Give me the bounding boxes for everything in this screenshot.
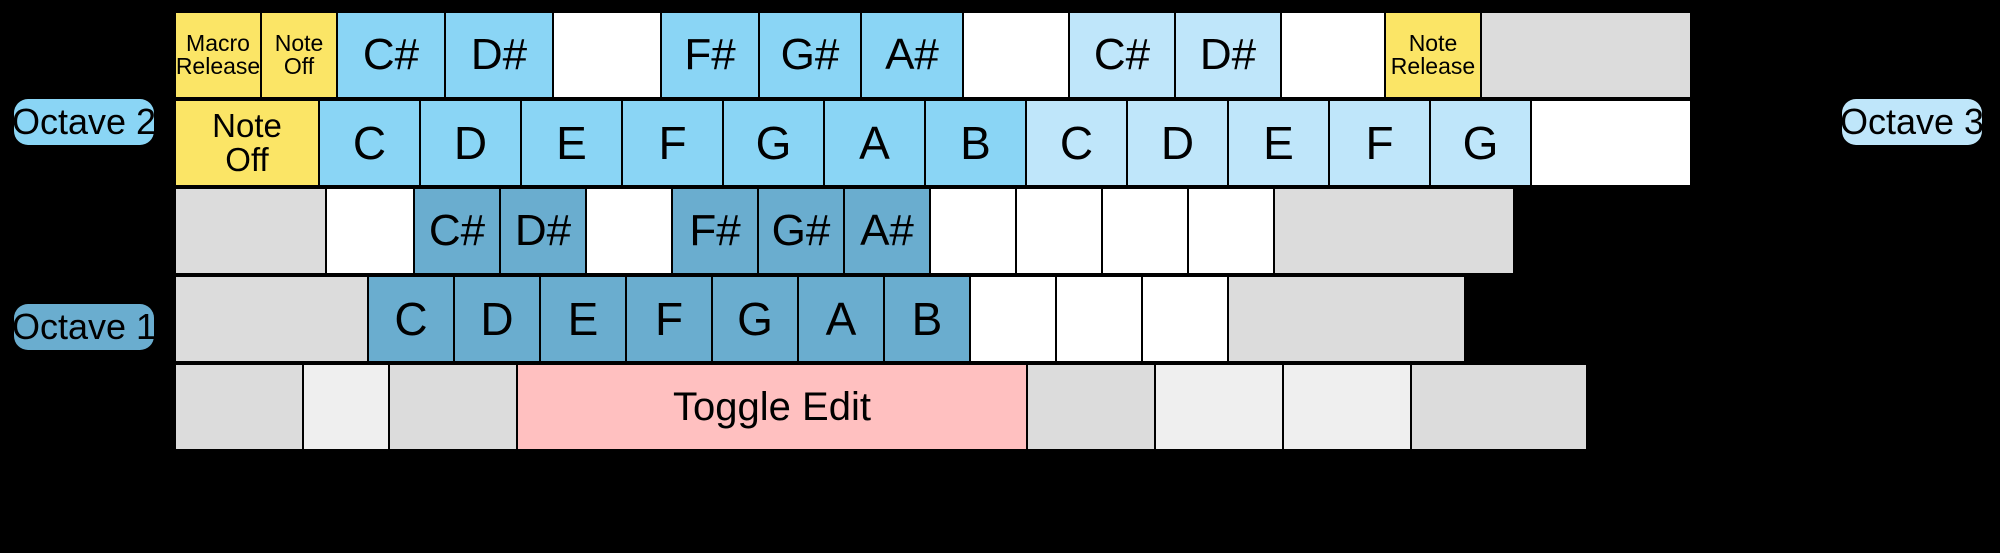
key-space-row-blank-6	[1282, 363, 1412, 451]
key-zxcv-row-e[interactable]: E	[539, 275, 627, 363]
key-qwerty-row-d[interactable]: D	[1126, 99, 1229, 187]
key-space-row-blank-5	[1154, 363, 1284, 451]
octave-label-right-top: Octave 3	[1840, 99, 1984, 145]
key-asdf-row-blank-8	[929, 187, 1017, 275]
key-qwerty-row-f[interactable]: F	[1328, 99, 1431, 187]
key-zxcv-row-blank-8	[969, 275, 1057, 363]
key-asdf-row-dsharp[interactable]: D#	[499, 187, 587, 275]
key-space-row-blank-7	[1410, 363, 1588, 451]
key-number-row-asharp[interactable]: A#	[860, 11, 964, 99]
key-number-row-blank-11	[1280, 11, 1386, 99]
key-zxcv-row-blank-9	[1055, 275, 1143, 363]
key-zxcv-row-d[interactable]: D	[453, 275, 541, 363]
key-qwerty-row-g[interactable]: G	[1429, 99, 1532, 187]
key-zxcv-row-blank-11	[1227, 275, 1466, 363]
key-qwerty-row-f[interactable]: F	[621, 99, 724, 187]
key-zxcv-row-c[interactable]: C	[367, 275, 455, 363]
key-row-space-row: Toggle Edit	[174, 363, 1588, 451]
key-number-row-fsharp[interactable]: F#	[660, 11, 760, 99]
key-asdf-row-blank-10	[1101, 187, 1189, 275]
key-asdf-row-blank-4	[585, 187, 673, 275]
key-space-row-blank-0	[174, 363, 304, 451]
key-asdf-row-blank-11	[1187, 187, 1275, 275]
key-zxcv-row-b[interactable]: B	[883, 275, 971, 363]
octave-label-left-bottom: Octave 1	[12, 304, 156, 350]
key-row-asdf-row: C#D# F#G#A#	[174, 187, 1515, 275]
key-space-row-blank-2	[388, 363, 518, 451]
key-asdf-row-blank-0	[174, 187, 327, 275]
key-space-row-blank-4	[1026, 363, 1156, 451]
key-number-row-blank-13	[1480, 11, 1692, 99]
key-space-row-toggle-edit[interactable]: Toggle Edit	[516, 363, 1028, 451]
key-qwerty-row-e[interactable]: E	[1227, 99, 1330, 187]
key-qwerty-row-b[interactable]: B	[924, 99, 1027, 187]
octave-label-left-top: Octave 2	[12, 99, 156, 145]
key-qwerty-row-blank-13	[1530, 99, 1692, 187]
key-zxcv-row-blank-0	[174, 275, 369, 363]
key-asdf-row-csharp[interactable]: C#	[413, 187, 501, 275]
key-asdf-row-blank-9	[1015, 187, 1103, 275]
key-asdf-row-asharp[interactable]: A#	[843, 187, 931, 275]
key-number-row-csharp[interactable]: C#	[1068, 11, 1176, 99]
key-asdf-row-fsharp[interactable]: F#	[671, 187, 759, 275]
key-asdf-row-gsharp[interactable]: G#	[757, 187, 845, 275]
key-zxcv-row-blank-10	[1141, 275, 1229, 363]
key-asdf-row-blank-12	[1273, 187, 1515, 275]
key-qwerty-row-c[interactable]: C	[1025, 99, 1128, 187]
key-number-row-dsharp[interactable]: D#	[444, 11, 554, 99]
key-number-row-blank-4	[552, 11, 662, 99]
key-number-row-gsharp[interactable]: G#	[758, 11, 862, 99]
key-zxcv-row-a[interactable]: A	[797, 275, 885, 363]
key-qwerty-row-a[interactable]: A	[823, 99, 926, 187]
key-qwerty-row-c[interactable]: C	[318, 99, 421, 187]
key-qwerty-row-e[interactable]: E	[520, 99, 623, 187]
key-space-row-blank-1	[302, 363, 390, 451]
key-number-row-csharp[interactable]: C#	[336, 11, 446, 99]
key-zxcv-row-g[interactable]: G	[711, 275, 799, 363]
key-qwerty-row-d[interactable]: D	[419, 99, 522, 187]
key-asdf-row-blank-1	[325, 187, 415, 275]
key-number-row-blank-8	[962, 11, 1070, 99]
key-qwerty-row-g[interactable]: G	[722, 99, 825, 187]
key-zxcv-row-f[interactable]: F	[625, 275, 713, 363]
key-number-row-dsharp[interactable]: D#	[1174, 11, 1282, 99]
